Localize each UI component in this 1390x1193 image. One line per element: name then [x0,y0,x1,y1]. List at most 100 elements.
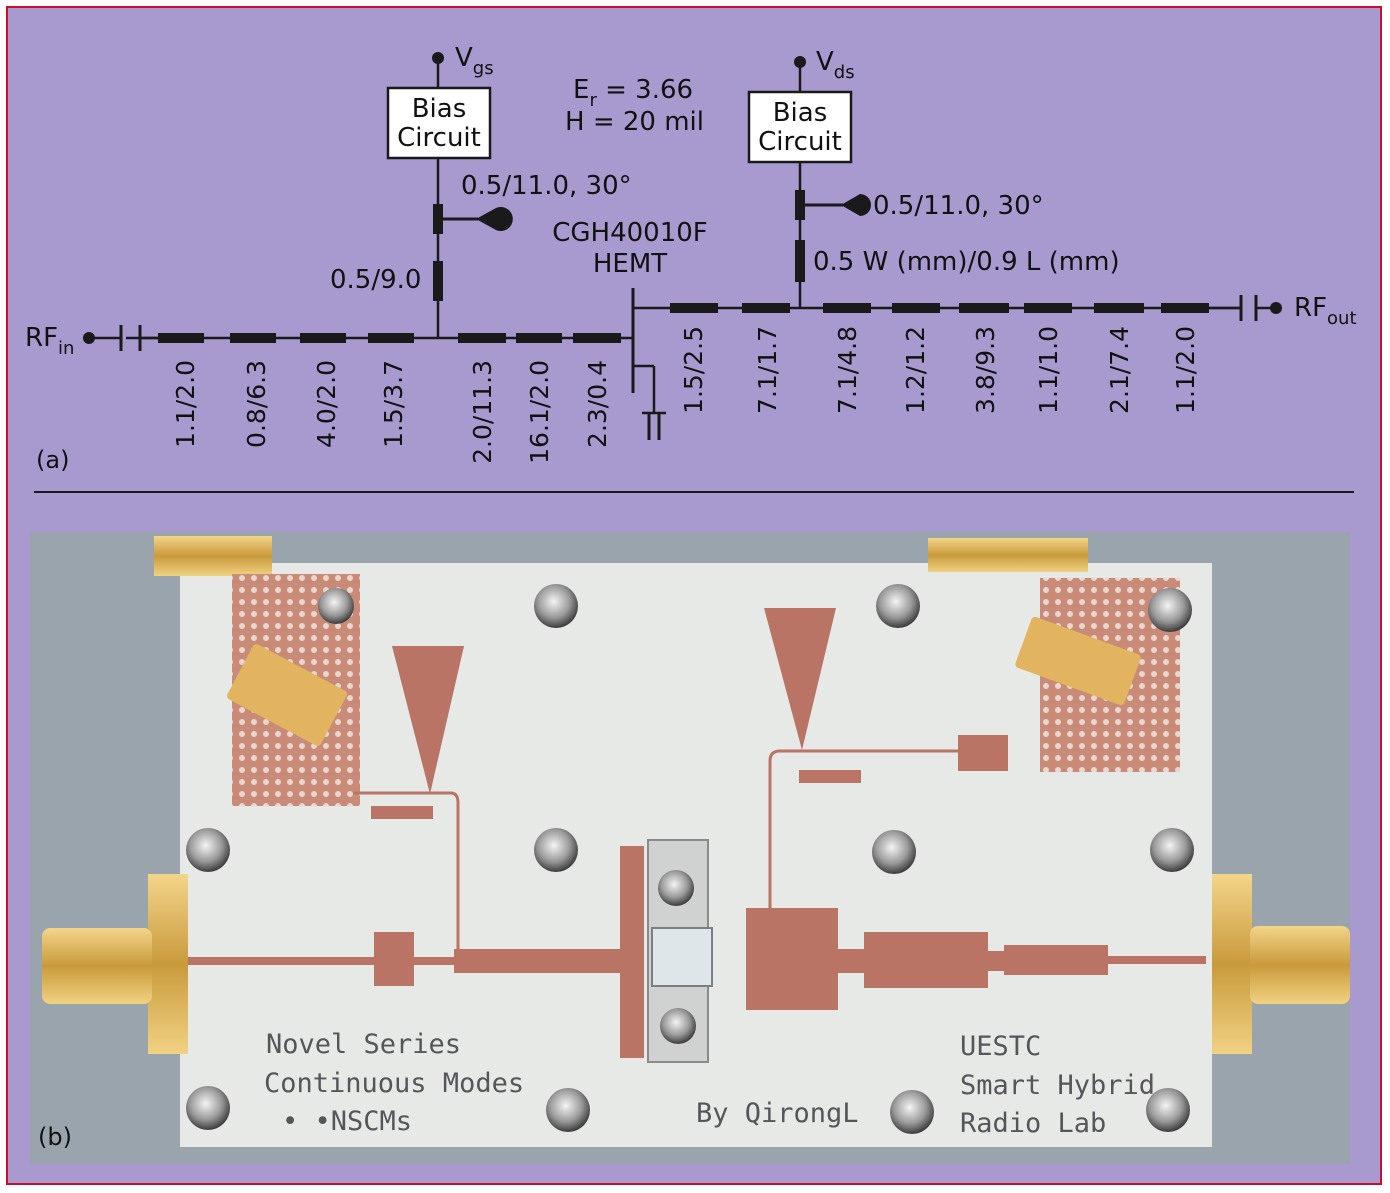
screw [546,1088,590,1132]
segment-label-3: 4.0/2.0 [312,360,341,448]
substrate-params: Er = 3.66 H = 20 mil [565,75,704,137]
segment-14 [1094,303,1144,313]
drain-bias-pad-tab [958,735,1008,771]
screw [876,584,920,628]
rf-in-label: RFin [25,323,74,359]
output-section [864,932,988,988]
gate-stub-tee [433,204,443,234]
input-connector-body [42,928,152,1004]
top-left-connector [154,536,272,576]
silkscreen-right-line2: Smart Hybrid [960,1070,1155,1101]
segment-4 [368,333,414,343]
segment-15 [1161,303,1209,313]
silkscreen-center: By QirongL [696,1098,859,1129]
transistor-package [651,927,713,987]
segment-11 [892,303,940,313]
figure-frame: RFin RFout Vgs Bias Circuit 0.5/11.0, 30… [6,6,1382,1185]
gate-feed-trace [353,791,460,950]
segment-label-12: 3.8/9.3 [971,326,1000,414]
segment-label-5: 2.0/11.3 [468,360,497,464]
drain-radial-stub-copper [764,608,836,750]
output-section-2 [1004,945,1108,975]
gate-tantalum-cap [227,644,347,746]
drain-radial-stub [841,194,871,216]
rf-out-dot [1270,302,1282,314]
output-link-2 [986,951,1006,971]
output-segments [670,303,1209,313]
gate-radial-stub [476,207,513,231]
segment-6 [516,333,562,343]
screw [1150,828,1194,872]
silkscreen-left: Novel Series Continuous Modes • •NSCMs [264,1029,524,1137]
panel-b-label: (b) [38,1123,72,1151]
drain-bias-line2: Circuit [758,127,842,157]
drain-tantalum-cap [1015,616,1141,706]
drain-small-pad [799,770,861,783]
silkscreen-left-line1: Novel Series [266,1029,461,1060]
segment-1 [158,333,204,343]
gate-stub-label: 0.5/11.0, 30° [461,171,632,201]
segment-label-2: 0.8/6.3 [242,360,271,448]
er-label: Er = 3.66 [573,75,693,111]
rf-out-terminal: RFout [1209,293,1357,329]
input-wide-trace [454,949,624,973]
segment-label-11: 1.2/1.2 [901,326,930,414]
segment-8 [670,303,718,313]
hemt-label-line2: HEMT [593,249,667,279]
segment-9 [742,303,790,313]
input-segments [158,333,621,343]
schematic-panel: RFin RFout Vgs Bias Circuit 0.5/11.0, 30… [25,43,1357,474]
screw [660,1008,696,1044]
output-pad [746,908,838,1010]
segment-label-10: 7.1/4.8 [833,326,862,414]
segment-label-1: 1.1/2.0 [171,360,200,448]
screw [1146,1088,1190,1132]
segment-label-15: 1.1/2.0 [1171,326,1200,414]
output-trace [1106,956,1206,964]
figure-canvas: RFin RFout Vgs Bias Circuit 0.5/11.0, 30… [25,43,1357,1164]
segment-label-8: 1.5/2.5 [679,326,708,414]
drain-feed-label: 0.5 W (mm)/0.9 L (mm) [813,247,1120,277]
panel-a-label: (a) [36,446,69,474]
height-label: H = 20 mil [565,107,704,137]
segment-10 [823,303,871,313]
screw [890,1090,934,1134]
hemt-label-line1: CGH40010F [552,218,708,248]
drain-bias-network: Vds Bias Circuit 0.5/11.0, 30° 0.5 W (mm… [747,47,1120,308]
gate-bias-network: Vgs Bias Circuit 0.5/11.0, 30° 0.5/9.0 [330,43,632,338]
gate-bias-line1: Bias [412,94,467,124]
photo-panel: Novel Series Continuous Modes • •NSCMs B… [30,532,1350,1164]
screw [186,1086,230,1130]
screw [318,588,354,624]
segment-12 [959,303,1009,313]
segment-3 [300,333,346,343]
segment-labels: 1.1/2.0 0.8/6.3 4.0/2.0 1.5/3.7 2.0/11.3… [171,326,1200,464]
screw [1148,588,1192,632]
hemt-symbol: CGH40010F HEMT [552,218,708,440]
top-right-connector [928,538,1088,572]
input-connector-flange [148,874,188,1054]
output-connector-flange [1212,874,1252,1054]
vds-label: Vds [816,47,855,83]
segment-5 [458,333,506,343]
gate-feed-label: 0.5/9.0 [330,265,421,295]
segment-13 [1024,303,1072,313]
drain-stub-label: 0.5/11.0, 30° [873,191,1044,221]
segment-label-9: 7.1/1.7 [753,326,782,414]
gate-radial-stub-copper [392,646,464,794]
segment-7 [573,333,621,343]
output-connector-body [1250,926,1350,1004]
segment-label-14: 2.1/7.4 [1105,326,1134,414]
drain-feed-trace [768,749,958,918]
rf-out-label: RFout [1294,293,1357,329]
silkscreen-right-line3: Radio Lab [960,1108,1106,1139]
segment-label-6: 16.1/2.0 [525,360,554,464]
segment-label-4: 1.5/3.7 [379,360,408,448]
gate-cross-pad [620,846,644,1058]
segment-label-13: 1.1/1.0 [1034,326,1063,414]
gate-small-pad [371,806,433,819]
screw [658,870,694,906]
silkscreen-left-line2: Continuous Modes [264,1068,524,1099]
gate-feed-line [433,261,443,301]
output-link-1 [836,949,866,973]
